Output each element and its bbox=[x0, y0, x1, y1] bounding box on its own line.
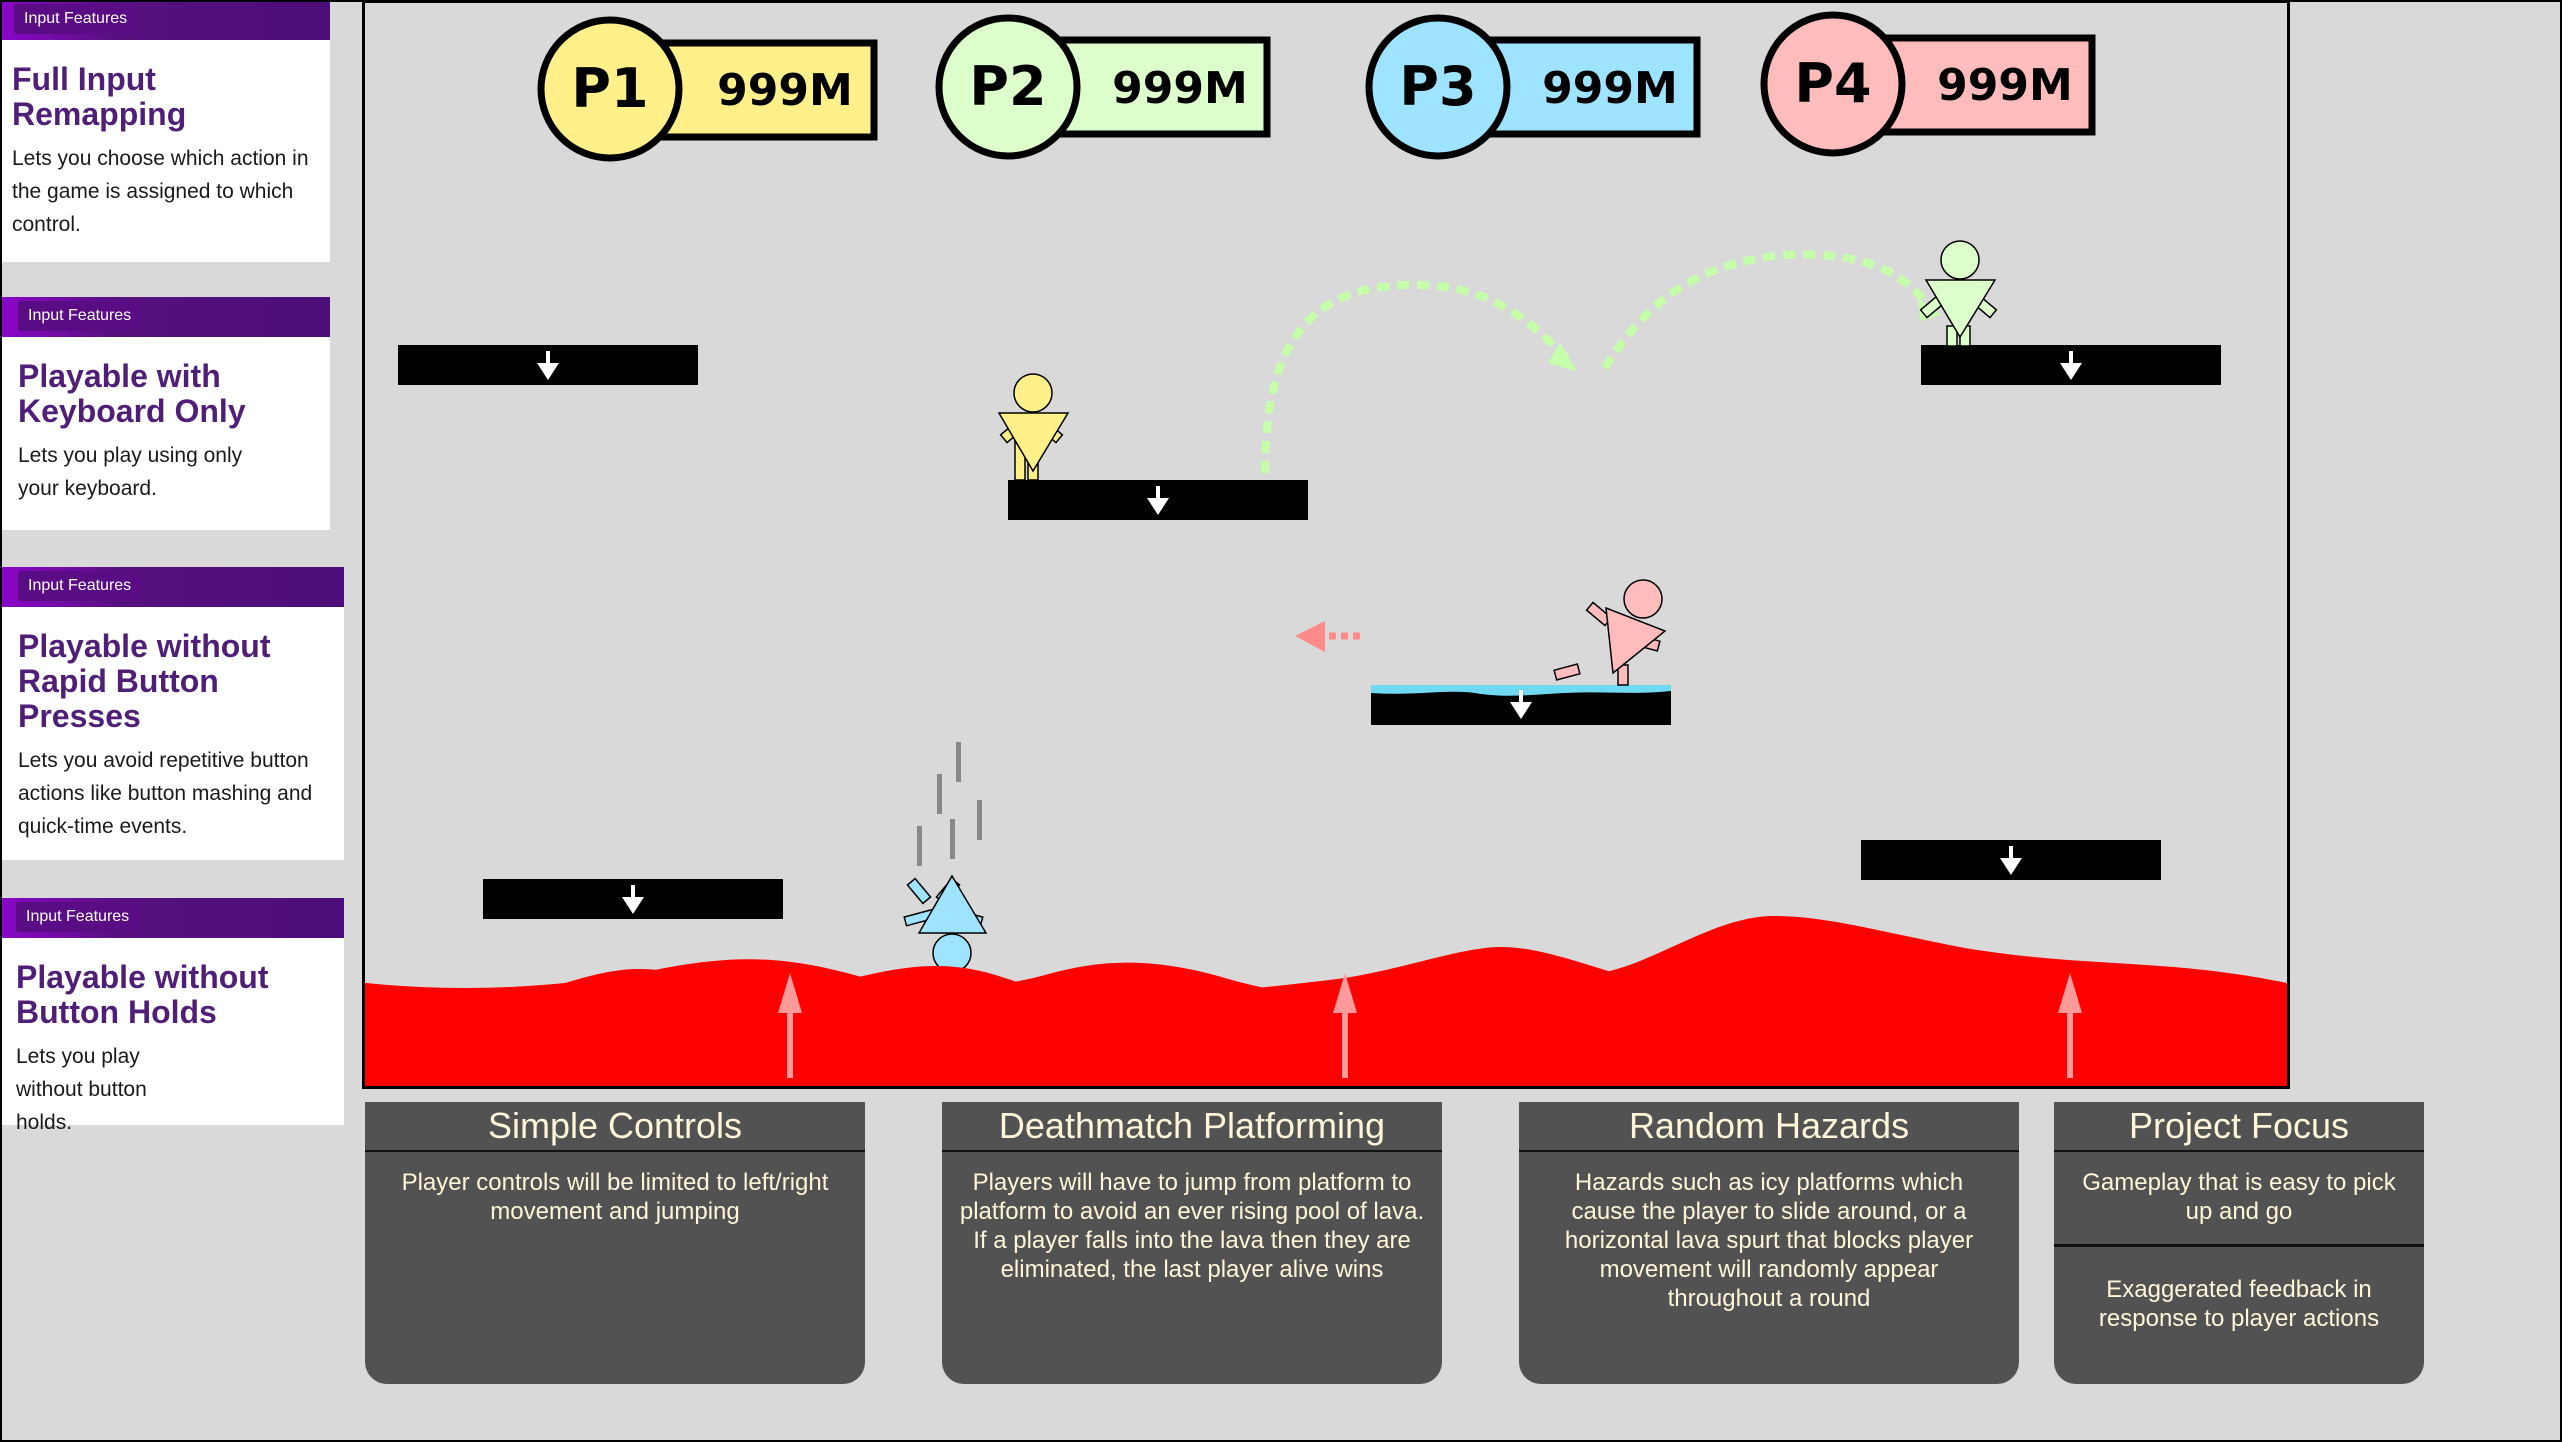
feature-title: Playable without Button Holds bbox=[16, 959, 269, 1030]
feature-title: Playable without Rapid Button Presses bbox=[18, 628, 271, 734]
jump-trail bbox=[1261, 280, 1573, 474]
player-3-character bbox=[903, 874, 988, 973]
drop-through-arrow-icon bbox=[1510, 690, 1532, 719]
info-card-body: Hazards such as icy platforms which caus… bbox=[1564, 1169, 1974, 1312]
lava-rising-arrow-icon bbox=[1333, 973, 1357, 1078]
hud-player-4: P4 999M bbox=[1760, 11, 2096, 157]
feature-card-no-button-holds: Input Features Playable without Button H… bbox=[2, 898, 344, 1134]
feature-card-header: Input Features bbox=[2, 898, 344, 938]
game-viewport: P1 999M P2 999M P3 999M P4 999M bbox=[362, 0, 2290, 1089]
info-card-title: Deathmatch Platforming bbox=[942, 1102, 1442, 1152]
feature-description: Lets you play without button holds. bbox=[16, 1045, 147, 1134]
game-scene: P1 999M P2 999M P3 999M P4 999M bbox=[365, 11, 2287, 1086]
dash-trail-arrowhead-icon bbox=[1295, 621, 1325, 652]
feature-tag: Input Features bbox=[16, 902, 140, 932]
player-badge-circle bbox=[537, 16, 683, 162]
drop-through-arrow-icon bbox=[1147, 486, 1169, 515]
info-card-title: Project Focus bbox=[2054, 1102, 2424, 1152]
info-card-title: Random Hazards bbox=[1519, 1102, 2019, 1152]
info-card-random-hazards: Random Hazards Hazards such as icy platf… bbox=[1519, 1102, 2019, 1384]
hud-player-1: P1 999M bbox=[537, 16, 878, 162]
feature-description: Lets you choose which action in the game… bbox=[12, 147, 309, 236]
platform bbox=[483, 879, 783, 919]
player-score: 999M bbox=[1112, 63, 1248, 114]
platform bbox=[1921, 345, 2221, 385]
score-box bbox=[1051, 36, 1271, 138]
icy-platform bbox=[1371, 685, 1671, 725]
info-card-deathmatch-platforming: Deathmatch Platforming Players will have… bbox=[942, 1102, 1442, 1384]
drop-through-arrow-icon bbox=[537, 351, 559, 380]
player-badge-circle bbox=[935, 14, 1081, 160]
feature-tag: Input Features bbox=[18, 571, 142, 601]
player-score: 999M bbox=[1542, 63, 1678, 114]
feature-card-header: Input Features bbox=[2, 297, 330, 337]
feature-title: Playable with Keyboard Only bbox=[18, 358, 246, 429]
feature-card-full-input-remapping: Input Features Full Input Remapping Lets… bbox=[2, 0, 330, 262]
feature-card-keyboard-only: Input Features Playable with Keyboard On… bbox=[2, 297, 330, 530]
player-label: P1 bbox=[571, 57, 648, 120]
feature-description: Lets you play using only your keyboard. bbox=[18, 444, 243, 500]
player-score: 999M bbox=[1937, 60, 2073, 111]
lava-rising-arrow-icon bbox=[778, 973, 802, 1078]
info-card-body: Players will have to jump from platform … bbox=[959, 1169, 1425, 1283]
player-2-character bbox=[1919, 240, 1998, 347]
drop-through-arrow-icon bbox=[2060, 351, 2082, 380]
jump-trail bbox=[1601, 250, 1934, 371]
jump-trail-arrowhead-icon bbox=[1548, 343, 1577, 371]
feature-description: Lets you avoid repetitive button actions… bbox=[18, 749, 313, 838]
player-label: P4 bbox=[1794, 52, 1871, 115]
feature-card-no-rapid-presses: Input Features Playable without Rapid Bu… bbox=[2, 567, 344, 860]
player-label: P3 bbox=[1399, 55, 1476, 118]
feature-title: Full Input Remapping bbox=[12, 61, 187, 132]
feature-tag: Input Features bbox=[18, 301, 142, 331]
hud-player-3: P3 999M bbox=[1365, 14, 1701, 160]
platform bbox=[1008, 480, 1308, 520]
info-card-body: Player controls will be limited to left/… bbox=[401, 1169, 829, 1225]
feature-card-header: Input Features bbox=[2, 567, 344, 607]
player-score: 999M bbox=[717, 65, 853, 116]
drop-through-arrow-icon bbox=[2000, 846, 2022, 875]
player-4-character bbox=[1553, 579, 1667, 686]
feature-tag: Input Features bbox=[14, 4, 138, 34]
platform bbox=[398, 345, 698, 385]
score-box bbox=[1481, 36, 1701, 138]
player-badge-circle bbox=[1365, 14, 1511, 160]
info-card-body-secondary: Exaggerated feedback in response to play… bbox=[2054, 1244, 2424, 1333]
info-card-simple-controls: Simple Controls Player controls will be … bbox=[365, 1102, 865, 1384]
platform bbox=[1861, 840, 2161, 880]
player-label: P2 bbox=[969, 55, 1046, 118]
info-card-title: Simple Controls bbox=[365, 1102, 865, 1152]
lava-pool bbox=[365, 915, 2287, 1086]
lava-rising-arrow-icon bbox=[2058, 973, 2082, 1078]
info-card-body: Gameplay that is easy to pick up and go bbox=[2082, 1169, 2396, 1225]
info-card-project-focus: Project Focus Gameplay that is easy to p… bbox=[2054, 1102, 2424, 1384]
player-badge-circle bbox=[1760, 11, 1906, 157]
fall-speed-lines bbox=[917, 742, 982, 866]
player-1-character bbox=[997, 373, 1070, 481]
hud-player-2: P2 999M bbox=[935, 14, 1271, 160]
feature-card-header: Input Features bbox=[2, 0, 330, 40]
drop-through-arrow-icon bbox=[622, 885, 644, 914]
